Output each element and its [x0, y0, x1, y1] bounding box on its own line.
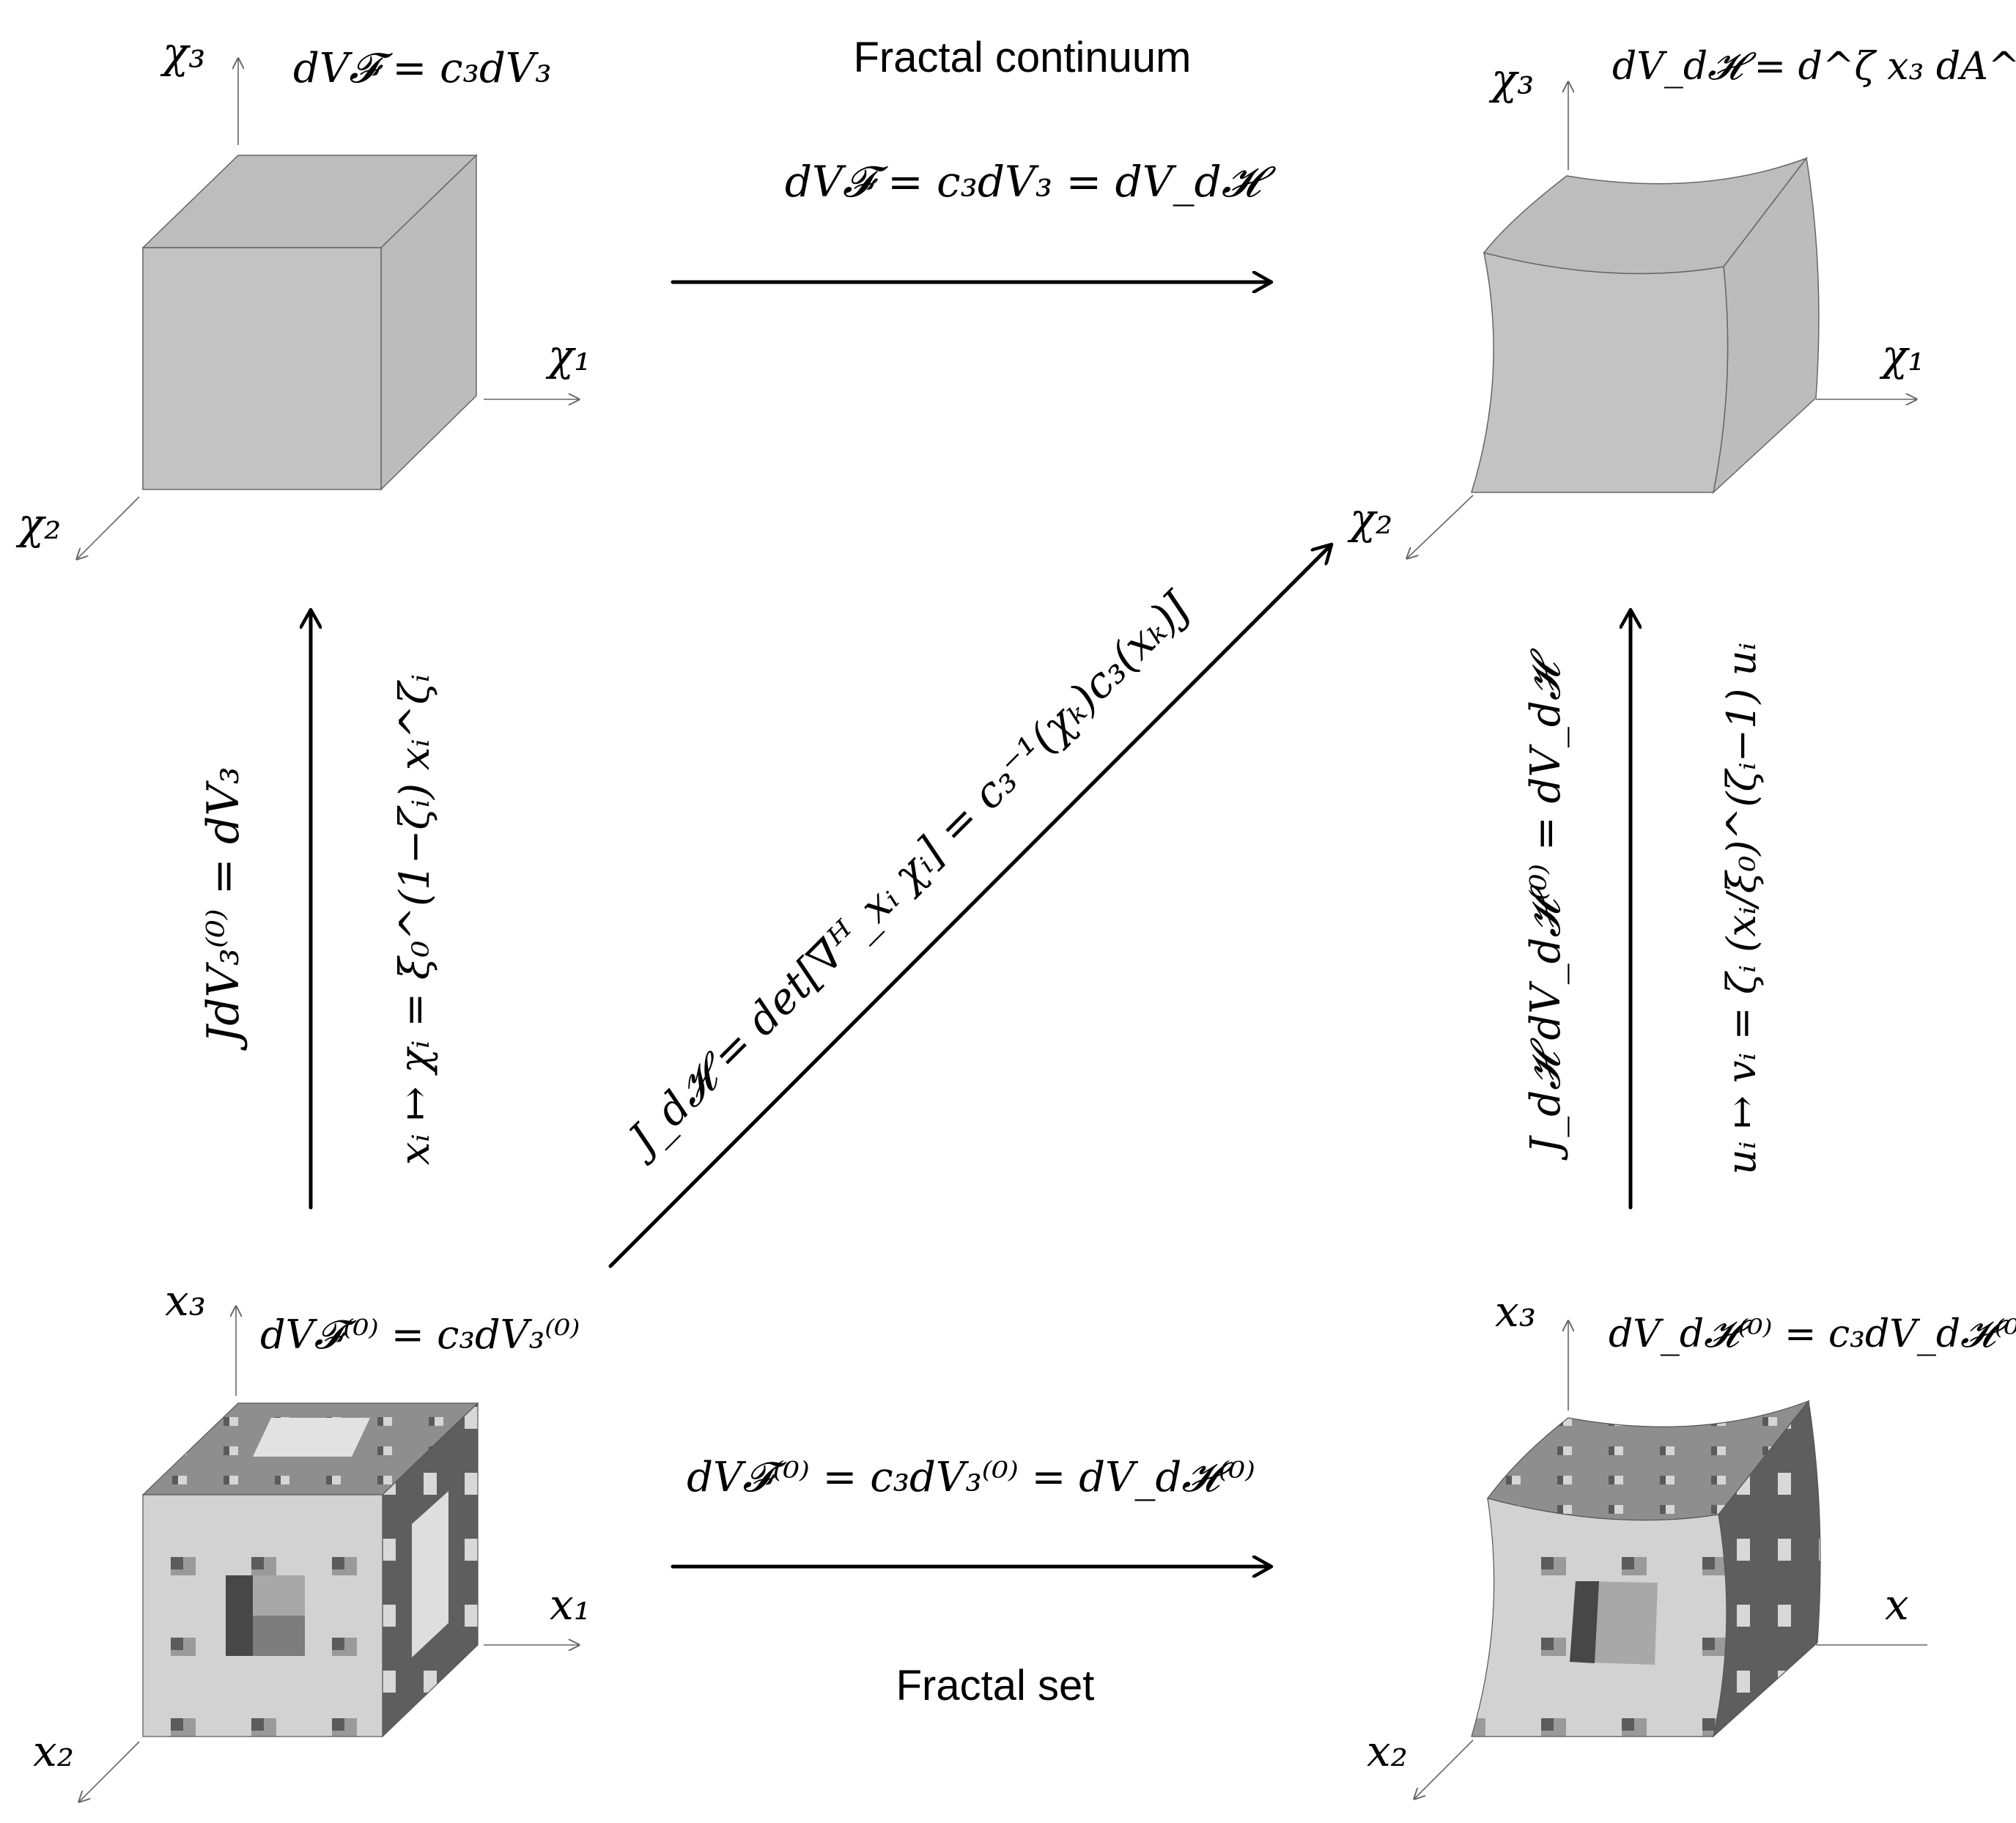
- sponge-top-center-hole: [253, 1418, 370, 1457]
- chi2-label-top-left: χ₂: [15, 499, 61, 549]
- x1-label-bottom-left: x₁: [550, 1580, 591, 1630]
- cube-front-face: [142, 247, 382, 490]
- deformed-sponge-hole-shadow: [1570, 1581, 1599, 1663]
- left-jacobian-equation: JdV₃⁽⁰⁾ = dV₃: [198, 766, 249, 1051]
- x2-label-bottom-right: x₂: [1367, 1726, 1408, 1776]
- right-jacobian-equation: J_d𝓗 dV_d𝓗⁽⁰⁾ = dV_d𝓗: [1522, 648, 1570, 1161]
- chi2-label-top-right: χ₂: [1347, 494, 1392, 544]
- diagonal-arrow: [608, 546, 1330, 1268]
- x2-axis-bottom-left: [79, 1741, 140, 1802]
- diagonal-jacobian-equation: J_d𝓗 = det[∇ᴴ_xᵢ χᵢ] = c₃⁻¹(χₖ)c₃(xₖ)J: [613, 581, 1201, 1169]
- sponge-hole-floor: [253, 1616, 305, 1656]
- x2-axis-bottom-right: [1414, 1739, 1474, 1799]
- continuum-cube-flat: [77, 59, 579, 559]
- right-map-equation: uᵢ ↦ vᵢ = ζᵢ (xᵢ/ξ₀)^(ζᵢ−1) uᵢ: [1718, 643, 1765, 1175]
- fractal-continuum-heading: Fractal continuum: [854, 34, 1192, 81]
- bottom-right-volume-equation: dV_d𝓗⁽⁰⁾ = c₃dV_d𝓗⁽⁰⁾: [1609, 1312, 2016, 1356]
- chi1-label-top-right: χ₁: [1879, 330, 1924, 380]
- fractal-cube-flat: [79, 1306, 579, 1802]
- top-right-volume-equation: dV_d𝓗 = d^ζ x₃ dA^(i=3): [1612, 45, 2016, 89]
- chi3-label-top-left: χ₃: [160, 28, 205, 78]
- deformed-front-face: [1470, 251, 1729, 493]
- x2-label-bottom-left: x₂: [33, 1726, 74, 1776]
- top-arrow-equation: dV𝓕 = c₃dV₃ = dV_d𝓗: [785, 157, 1277, 207]
- left-map-equation: xᵢ ↦ χᵢ = ξ₀^(1−ζᵢ) xᵢ^ζᵢ: [391, 674, 439, 1165]
- x3-label-bottom-right: x₃: [1495, 1287, 1536, 1336]
- top-left-volume-equation: dV𝓕 = c₃dV₃: [293, 45, 552, 92]
- chi2-axis-top-right: [1407, 495, 1474, 558]
- fractal-cube-deformed: [1414, 1321, 1927, 1799]
- bottom-left-volume-equation: dV𝓕⁽⁰⁾ = c₃dV₃⁽⁰⁾: [260, 1312, 580, 1358]
- x-label-bottom-right: x: [1885, 1580, 1909, 1630]
- continuum-cube-deformed: [1407, 82, 1916, 558]
- sponge-side-center-hole: [412, 1491, 448, 1657]
- chi2-axis-top-left: [77, 496, 140, 559]
- fractal-set-heading: Fractal set: [896, 1662, 1095, 1709]
- x3-label-bottom-left: x₃: [165, 1276, 206, 1325]
- chi1-label-top-left: χ₁: [545, 330, 591, 380]
- bottom-arrow-equation: dV𝓕⁽⁰⁾ = c₃dV₃⁽⁰⁾ = dV_d𝓗⁽⁰⁾: [687, 1454, 1255, 1501]
- sponge-hole-shadow: [226, 1575, 253, 1656]
- chi3-label-top-right: χ₃: [1488, 54, 1534, 104]
